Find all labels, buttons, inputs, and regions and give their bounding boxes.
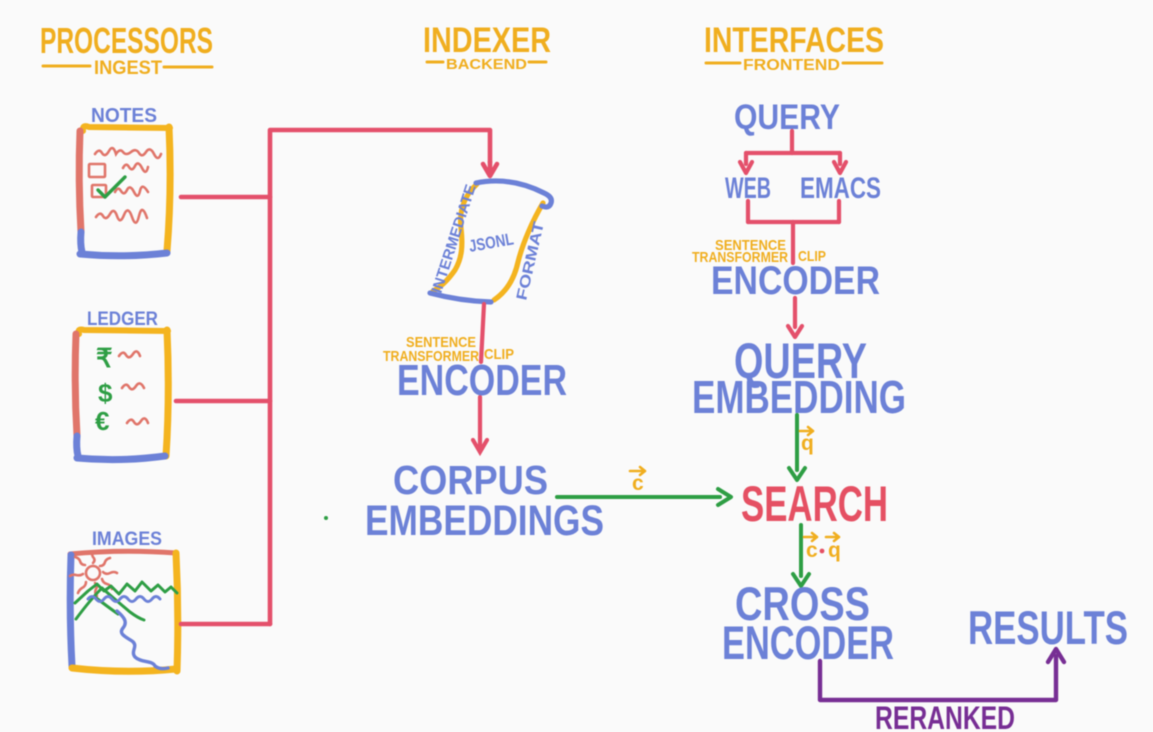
svg-text:q: q — [801, 432, 814, 455]
svg-text:INDEXER: INDEXER — [423, 21, 551, 60]
svg-text:ENCODER: ENCODER — [397, 356, 567, 405]
svg-text:₹: ₹ — [96, 343, 113, 373]
svg-text:q: q — [828, 539, 841, 562]
svg-text:ENCODER: ENCODER — [722, 616, 894, 669]
svg-text:c: c — [632, 472, 644, 495]
svg-text:NOTES: NOTES — [91, 105, 157, 127]
svg-text:SENTENCE: SENTENCE — [406, 334, 476, 351]
svg-text:€: € — [95, 406, 109, 436]
svg-text:INTERFACES: INTERFACES — [704, 21, 884, 60]
svg-text:$: $ — [98, 378, 113, 408]
svg-text:QUERY: QUERY — [734, 98, 840, 137]
svg-text:EMBEDDINGS: EMBEDDINGS — [365, 497, 604, 545]
svg-text:RERANKED: RERANKED — [875, 700, 1015, 732]
svg-text:PROCESSORS: PROCESSORS — [40, 20, 213, 61]
svg-text:QUERY: QUERY — [734, 333, 867, 389]
svg-text:c: c — [806, 539, 818, 562]
svg-text:WEB: WEB — [725, 172, 771, 205]
svg-text:CORPUS: CORPUS — [393, 457, 548, 503]
svg-text:CLIP: CLIP — [484, 346, 514, 363]
svg-text:INGEST: INGEST — [94, 58, 162, 79]
svg-text:SENTENCE: SENTENCE — [715, 237, 786, 254]
svg-text:EMBEDDING: EMBEDDING — [692, 371, 906, 423]
svg-text:EMACS: EMACS — [800, 172, 881, 205]
svg-text:CLIP: CLIP — [798, 248, 826, 265]
svg-text:LEDGER: LEDGER — [87, 309, 158, 330]
svg-text:SEARCH: SEARCH — [741, 476, 888, 532]
svg-text:TRANSFORMER: TRANSFORMER — [692, 249, 788, 266]
svg-text:FRONTEND: FRONTEND — [743, 57, 840, 74]
svg-text:CROSS: CROSS — [735, 577, 870, 630]
svg-text:TRANSFORMER: TRANSFORMER — [383, 348, 479, 365]
svg-text:RESULTS: RESULTS — [968, 601, 1128, 654]
svg-text:IMAGES: IMAGES — [92, 529, 162, 550]
svg-text:ENCODER: ENCODER — [711, 259, 880, 303]
svg-text:BACKEND: BACKEND — [446, 56, 527, 73]
